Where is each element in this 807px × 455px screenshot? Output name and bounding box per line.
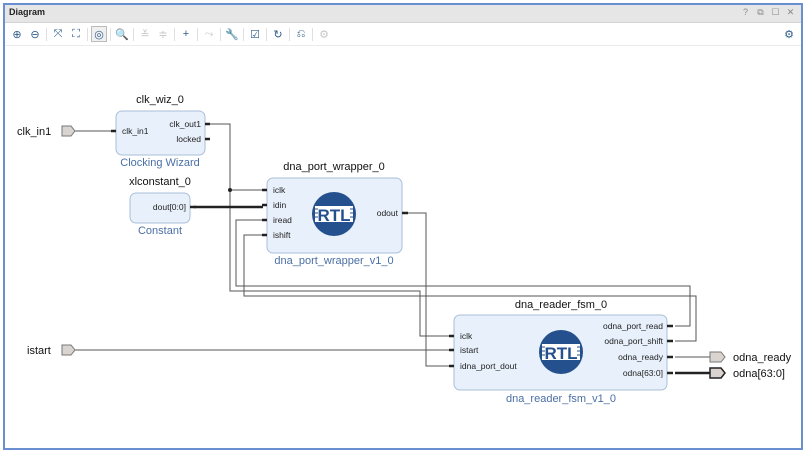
pin-label: odna_port_read (603, 321, 663, 331)
toolbar-separator (110, 28, 111, 41)
window-title: Diagram (9, 7, 46, 17)
wire-junction (228, 188, 232, 192)
ext-port-clk_in1[interactable]: clk_in1 (17, 125, 76, 138)
block-clk_wiz_0[interactable]: clk_wiz_0 clk_in1 clk_out1 locked Clocki… (111, 94, 210, 169)
pin-label: odna[63:0] (623, 368, 663, 378)
input-port-icon (61, 344, 76, 356)
svg-text:RTL: RTL (544, 344, 577, 363)
wire-port-shift (243, 234, 697, 342)
block-instance-name: xlconstant_0 (129, 176, 191, 188)
zoom-out-icon[interactable]: ⊖ (30, 28, 40, 41)
pin-label: odout (377, 208, 399, 218)
ext-port-label: odna[63:0] (733, 368, 785, 380)
zoom-selection-icon[interactable]: ⛶ (72, 27, 80, 40)
diagram-toolbar: ⚙ ⊕ ⊖ ⤧ ⛶ ◎ 🔍 ≚ ≑ + ⤳ 🔧 ☑ ↻ ⎌ ⚙ (5, 23, 801, 46)
wire-port-read (235, 219, 691, 327)
pin-label: clk_out1 (169, 119, 201, 129)
properties-wrench-icon[interactable]: 🔧 (225, 28, 239, 41)
block-instance-name: clk_wiz_0 (136, 94, 184, 106)
toolbar-separator (46, 28, 47, 41)
auto-fit-selection-icon[interactable]: ◎ (91, 26, 107, 42)
toolbar-separator (133, 28, 134, 41)
make-connection-icon[interactable]: ⤳ (204, 27, 214, 40)
search-icon[interactable]: 🔍 (115, 28, 129, 41)
pin-label: iclk (273, 185, 286, 195)
block-diagram[interactable]: clk_in1 istart odna_ready odna[63:0] clk… (5, 46, 801, 450)
block-dna_reader_fsm_0[interactable]: dna_reader_fsm_0 iclk istart idna_port_dou… (449, 299, 673, 405)
toolbar-separator (174, 28, 175, 41)
window-controls: ? ⧉ ☐ ✕ (741, 7, 795, 18)
help-icon[interactable]: ? (742, 7, 748, 17)
toolbar-separator (220, 28, 221, 41)
close-icon[interactable]: ✕ (786, 7, 795, 17)
toolbar-separator (266, 28, 267, 41)
pin-label: ishift (273, 230, 291, 240)
zoom-fit-icon[interactable]: ⤧ (53, 27, 63, 40)
ext-port-label: istart (27, 345, 51, 357)
pin-label: odna_port_shift (604, 336, 663, 346)
rtl-logo-icon: RTL (312, 192, 356, 236)
input-port-icon (61, 125, 76, 137)
block-type-label: dna_port_wrapper_v1_0 (274, 255, 393, 267)
window-titlebar: Diagram ? ⧉ ☐ ✕ (5, 5, 801, 23)
output-bus-port-icon (709, 367, 726, 379)
block-instance-name: dna_reader_fsm_0 (515, 299, 607, 311)
pin-label: clk_in1 (122, 126, 149, 136)
pin-label: istart (460, 345, 479, 355)
expand-icon[interactable]: ≑ (158, 28, 168, 41)
toolbar-separator (289, 28, 290, 41)
svg-text:RTL: RTL (317, 206, 350, 225)
pin-label: idna_port_dout (460, 361, 517, 371)
block-xlconstant_0[interactable]: xlconstant_0 dout[0:0] Constant (129, 176, 196, 237)
maximize-icon[interactable]: ☐ (771, 7, 780, 17)
pin-label: iread (273, 215, 292, 225)
settings-gear-icon[interactable]: ⚙ (784, 28, 794, 41)
optimize-routing-icon[interactable]: ⎌ (296, 27, 306, 40)
pin-label: locked (176, 134, 201, 144)
toolbar-separator (87, 28, 88, 41)
block-dna_port_wrapper_0[interactable]: dna_port_wrapper_0 iclk idin iread ishift od… (262, 161, 408, 267)
block-type-label: Constant (138, 225, 182, 237)
zoom-in-icon[interactable]: ⊕ (12, 28, 22, 41)
pin-label: idin (273, 200, 287, 210)
diagram-canvas[interactable]: clk_in1 istart odna_ready odna[63:0] clk… (5, 46, 801, 448)
block-type-label: dna_reader_fsm_v1_0 (506, 393, 616, 405)
pin-label: iclk (460, 331, 473, 341)
ext-port-label: clk_in1 (17, 126, 51, 138)
pin-label: dout[0:0] (153, 202, 186, 212)
diagram-window: Diagram ? ⧉ ☐ ✕ ⚙ ⊕ ⊖ ⤧ ⛶ ◎ 🔍 ≚ ≑ + ⤳ 🔧 ☑ ↻ ⎌ ⚙ (3, 3, 803, 450)
ext-port-label: odna_ready (733, 352, 792, 364)
toolbar-separator (312, 28, 313, 41)
restore-icon[interactable]: ⧉ (757, 7, 764, 17)
run-connection-automation-icon[interactable]: ⚙ (319, 28, 329, 41)
wire-clk-out1 (210, 123, 449, 337)
regenerate-layout-icon[interactable]: ↻ (273, 28, 283, 41)
output-port-icon (709, 351, 726, 363)
collapse-icon[interactable]: ≚ (140, 28, 150, 41)
ext-port-odna[interactable]: odna[63:0] (709, 367, 785, 380)
ext-port-istart[interactable]: istart (27, 344, 76, 357)
wire-odout (404, 212, 449, 367)
toolbar-separator (197, 28, 198, 41)
toolbar-separator (243, 28, 244, 41)
block-instance-name: dna_port_wrapper_0 (283, 161, 385, 173)
block-type-label: Clocking Wizard (120, 157, 199, 169)
ext-port-odna_ready[interactable]: odna_ready (709, 351, 792, 364)
rtl-logo-icon: RTL (539, 330, 583, 374)
pin-label: odna_ready (618, 352, 664, 362)
block-body (115, 110, 206, 156)
validate-design-icon[interactable]: ☑ (250, 28, 260, 41)
add-ip-icon[interactable]: + (182, 28, 190, 40)
